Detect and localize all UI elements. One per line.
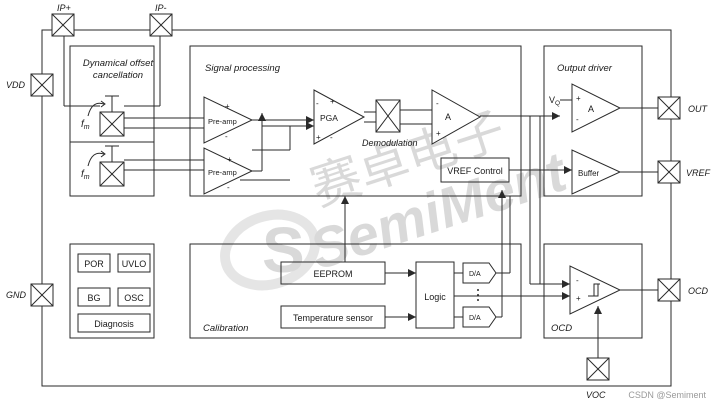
osc-label: OSC [124,293,144,303]
eeprom-label: EEPROM [313,269,352,279]
hysteresis-symbol [588,283,600,297]
signal-processing-block [189,45,522,197]
svg-text:-: - [227,183,230,192]
pin-gnd-label: GND [6,290,27,300]
calibration-block [189,243,522,339]
svg-text:+: + [436,129,441,138]
por-block [77,253,111,273]
dac-2 [462,306,497,328]
osc-block [117,287,151,307]
output-amplifier-label: A [588,104,594,114]
pin-ip-minus-label: IP- [155,3,167,13]
svg-text:-: - [225,132,228,141]
svg-text:-: - [316,99,319,108]
pin-vref: VREF [657,160,711,184]
spin-arrow-2 [87,152,105,167]
offset-title-line2: cancellation [93,70,143,81]
preamp-1-label: Pre-amp [208,117,237,126]
misc-block [69,243,155,339]
offset-cancellation-block: Dynamical offset cancellation fm fm [69,45,155,197]
output-amplifier [571,83,622,133]
chip-outline [41,29,672,387]
pin-ip-minus: IP- [149,3,173,37]
pin-gnd: GND [6,283,54,307]
pga-label: PGA [320,113,338,123]
uvlo-block [117,253,151,273]
pin-ocd-label: OCD [688,286,709,296]
svg-text:+: + [227,155,232,164]
signal-processing-title: Signal processing [205,63,281,74]
logic-block [415,261,455,329]
svg-text:-: - [576,115,579,124]
fm-label-1: fm [81,119,90,131]
pin-voc: VOC [586,357,610,400]
svg-text:+: + [576,294,581,303]
pin-vdd-label: VDD [6,80,26,90]
ocd-comparator [569,265,622,315]
ocd-block-title: OCD [551,323,572,334]
buffer-label: Buffer [578,169,600,178]
vref-control-label: VREF Control [447,166,503,176]
svg-text:-: - [436,99,439,108]
bg-label: BG [87,293,100,303]
diagnosis-label: Diagnosis [94,319,134,329]
pin-vdd: VDD [6,73,54,97]
fm-label-2: fm [81,169,90,181]
offset-block-frame [69,45,155,197]
svg-text:+: + [576,94,581,103]
pin-out: OUT [657,96,709,120]
svg-text:-: - [576,276,579,285]
preamp-2-label: Pre-amp [208,168,237,177]
vq-label: VQ [549,95,560,107]
uvlo-label: UVLO [122,259,147,269]
pga-amplifier [313,89,366,145]
pin-voc-label: VOC [586,390,606,400]
credit-watermark: CSDN @Semiment [628,390,706,400]
offset-title-line1: Dynamical offset [83,58,154,69]
amplifier-a [431,89,482,145]
pin-vref-label: VREF [686,168,711,178]
output-driver-block [543,45,643,197]
pin-out-label: OUT [688,104,709,114]
bg-block [77,287,111,307]
svg-text:+: + [330,97,335,106]
diagnosis-block [77,313,151,333]
ocd-block [543,243,643,339]
svg-text:-: - [330,133,333,142]
por-label: POR [84,259,104,269]
pin-ip-plus-label: IP+ [57,3,71,13]
amplifier-a-label: A [445,112,451,122]
spin-arrow-1 [87,102,105,117]
pin-ip-plus: IP+ [51,3,75,37]
buffer-amplifier [571,149,622,195]
preamp-2 [203,147,254,195]
temperature-sensor-label: Temperature sensor [293,313,373,323]
watermark-s: S [262,214,305,286]
svg-text:+: + [225,102,230,111]
preamp-1 [203,96,254,144]
calibration-title: Calibration [203,323,248,334]
logic-label: Logic [424,292,446,302]
pin-ocd: OCD [657,278,709,302]
dac-1 [462,262,497,284]
dac-1-label: D/A [469,271,481,278]
dac-2-label: D/A [469,315,481,322]
output-driver-title: Output driver [557,63,613,74]
svg-text:+: + [316,133,321,142]
demodulation-label: Demodulation [362,138,418,148]
